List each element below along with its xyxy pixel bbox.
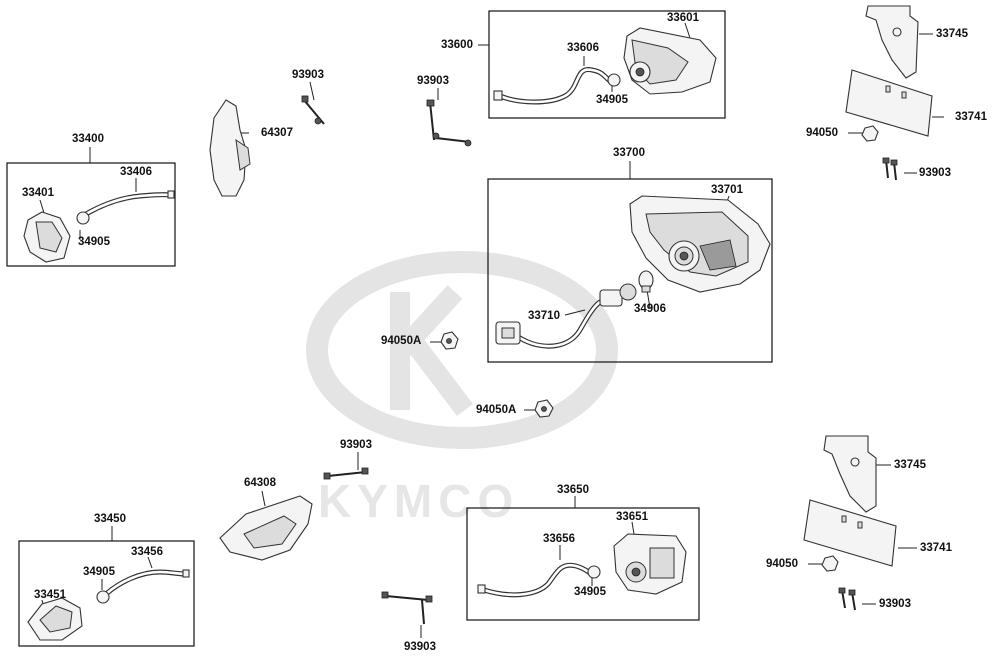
part-33651-light: [613, 533, 687, 595]
label-33600: 33600: [441, 39, 473, 51]
part-33710-socket-harness: [495, 283, 637, 349]
label-33451: 33451: [34, 589, 66, 601]
label-33745-top: 33745: [936, 28, 968, 40]
label-93903-b: 93903: [417, 75, 449, 87]
label-94050-bottom: 94050: [766, 558, 798, 570]
part-33456-harness: [96, 569, 190, 604]
part-33656-harness: [477, 562, 601, 598]
part-33741-plate-top: [845, 69, 933, 137]
label-93903-bottom: 93903: [404, 641, 436, 653]
label-34905-bottom-mid: 34905: [574, 586, 606, 598]
label-34905-left: 34905: [78, 236, 110, 248]
part-64308-cover: [219, 495, 313, 561]
label-94050-top: 94050: [806, 127, 838, 139]
label-33601: 33601: [667, 12, 699, 24]
label-64308: 64308: [244, 477, 276, 489]
label-33456: 33456: [131, 546, 163, 558]
label-33401: 33401: [22, 187, 54, 199]
label-34906: 34906: [634, 303, 666, 315]
part-33401-lens: [23, 211, 71, 263]
label-93903-mid: 93903: [340, 439, 372, 451]
part-64307-cover: [209, 99, 251, 197]
label-33741-bottom: 33741: [920, 542, 952, 554]
label-33700: 33700: [613, 147, 645, 159]
part-33606-harness: [493, 67, 621, 105]
assembly-box-33400: [6, 162, 176, 267]
label-93903-a: 93903: [292, 69, 324, 81]
label-33606: 33606: [567, 42, 599, 54]
nut-94050-top: [861, 125, 879, 142]
screw-93903-right-bottom: [838, 587, 856, 611]
label-33650: 33650: [557, 484, 589, 496]
nut-94050A-2: [534, 399, 554, 418]
label-94050A-2: 94050A: [476, 404, 517, 416]
label-34905-bottom-left: 34905: [83, 566, 115, 578]
screw-93903-a: [301, 95, 325, 125]
screw-93903-bottom: [381, 591, 433, 625]
watermark-text: KYMCO: [318, 475, 520, 527]
label-33400: 33400: [72, 133, 104, 145]
screw-93903-b: [426, 99, 472, 147]
part-33601-housing: [623, 27, 717, 95]
label-33741-top: 33741: [955, 111, 987, 123]
assembly-box-33450: [18, 540, 195, 647]
assembly-box-33600: [488, 10, 726, 119]
label-93903-right-bottom: 93903: [879, 598, 911, 610]
label-33745-bottom: 33745: [894, 459, 926, 471]
leader-lines: [39, 22, 944, 638]
label-94050A-1: 94050A: [381, 335, 422, 347]
label-64307: 64307: [261, 127, 293, 139]
nut-94050A-1: [440, 331, 459, 350]
label-34905-top: 34905: [596, 94, 628, 106]
part-33741-plate-bottom: [803, 499, 897, 567]
part-33745-bracket-bottom: [823, 435, 877, 513]
screw-93903-right-top: [882, 157, 898, 181]
assembly-box-33650: [466, 507, 700, 621]
screw-93903-mid: [323, 467, 369, 480]
label-93903-right-top: 93903: [919, 167, 951, 179]
part-33406-harness: [76, 190, 175, 225]
part-33451-lens: [27, 597, 83, 641]
part-34906-bulb: [638, 270, 654, 293]
label-33656: 33656: [543, 533, 575, 545]
label-33701: 33701: [711, 184, 743, 196]
part-33701-housing: [629, 195, 771, 293]
watermark-logo: [306, 251, 618, 449]
label-33710: 33710: [528, 310, 560, 322]
nut-94050-bottom: [821, 555, 839, 572]
label-33406: 33406: [120, 166, 152, 178]
part-33745-bracket-top: [865, 5, 919, 79]
label-33651: 33651: [616, 511, 648, 523]
label-33450: 33450: [94, 513, 126, 525]
